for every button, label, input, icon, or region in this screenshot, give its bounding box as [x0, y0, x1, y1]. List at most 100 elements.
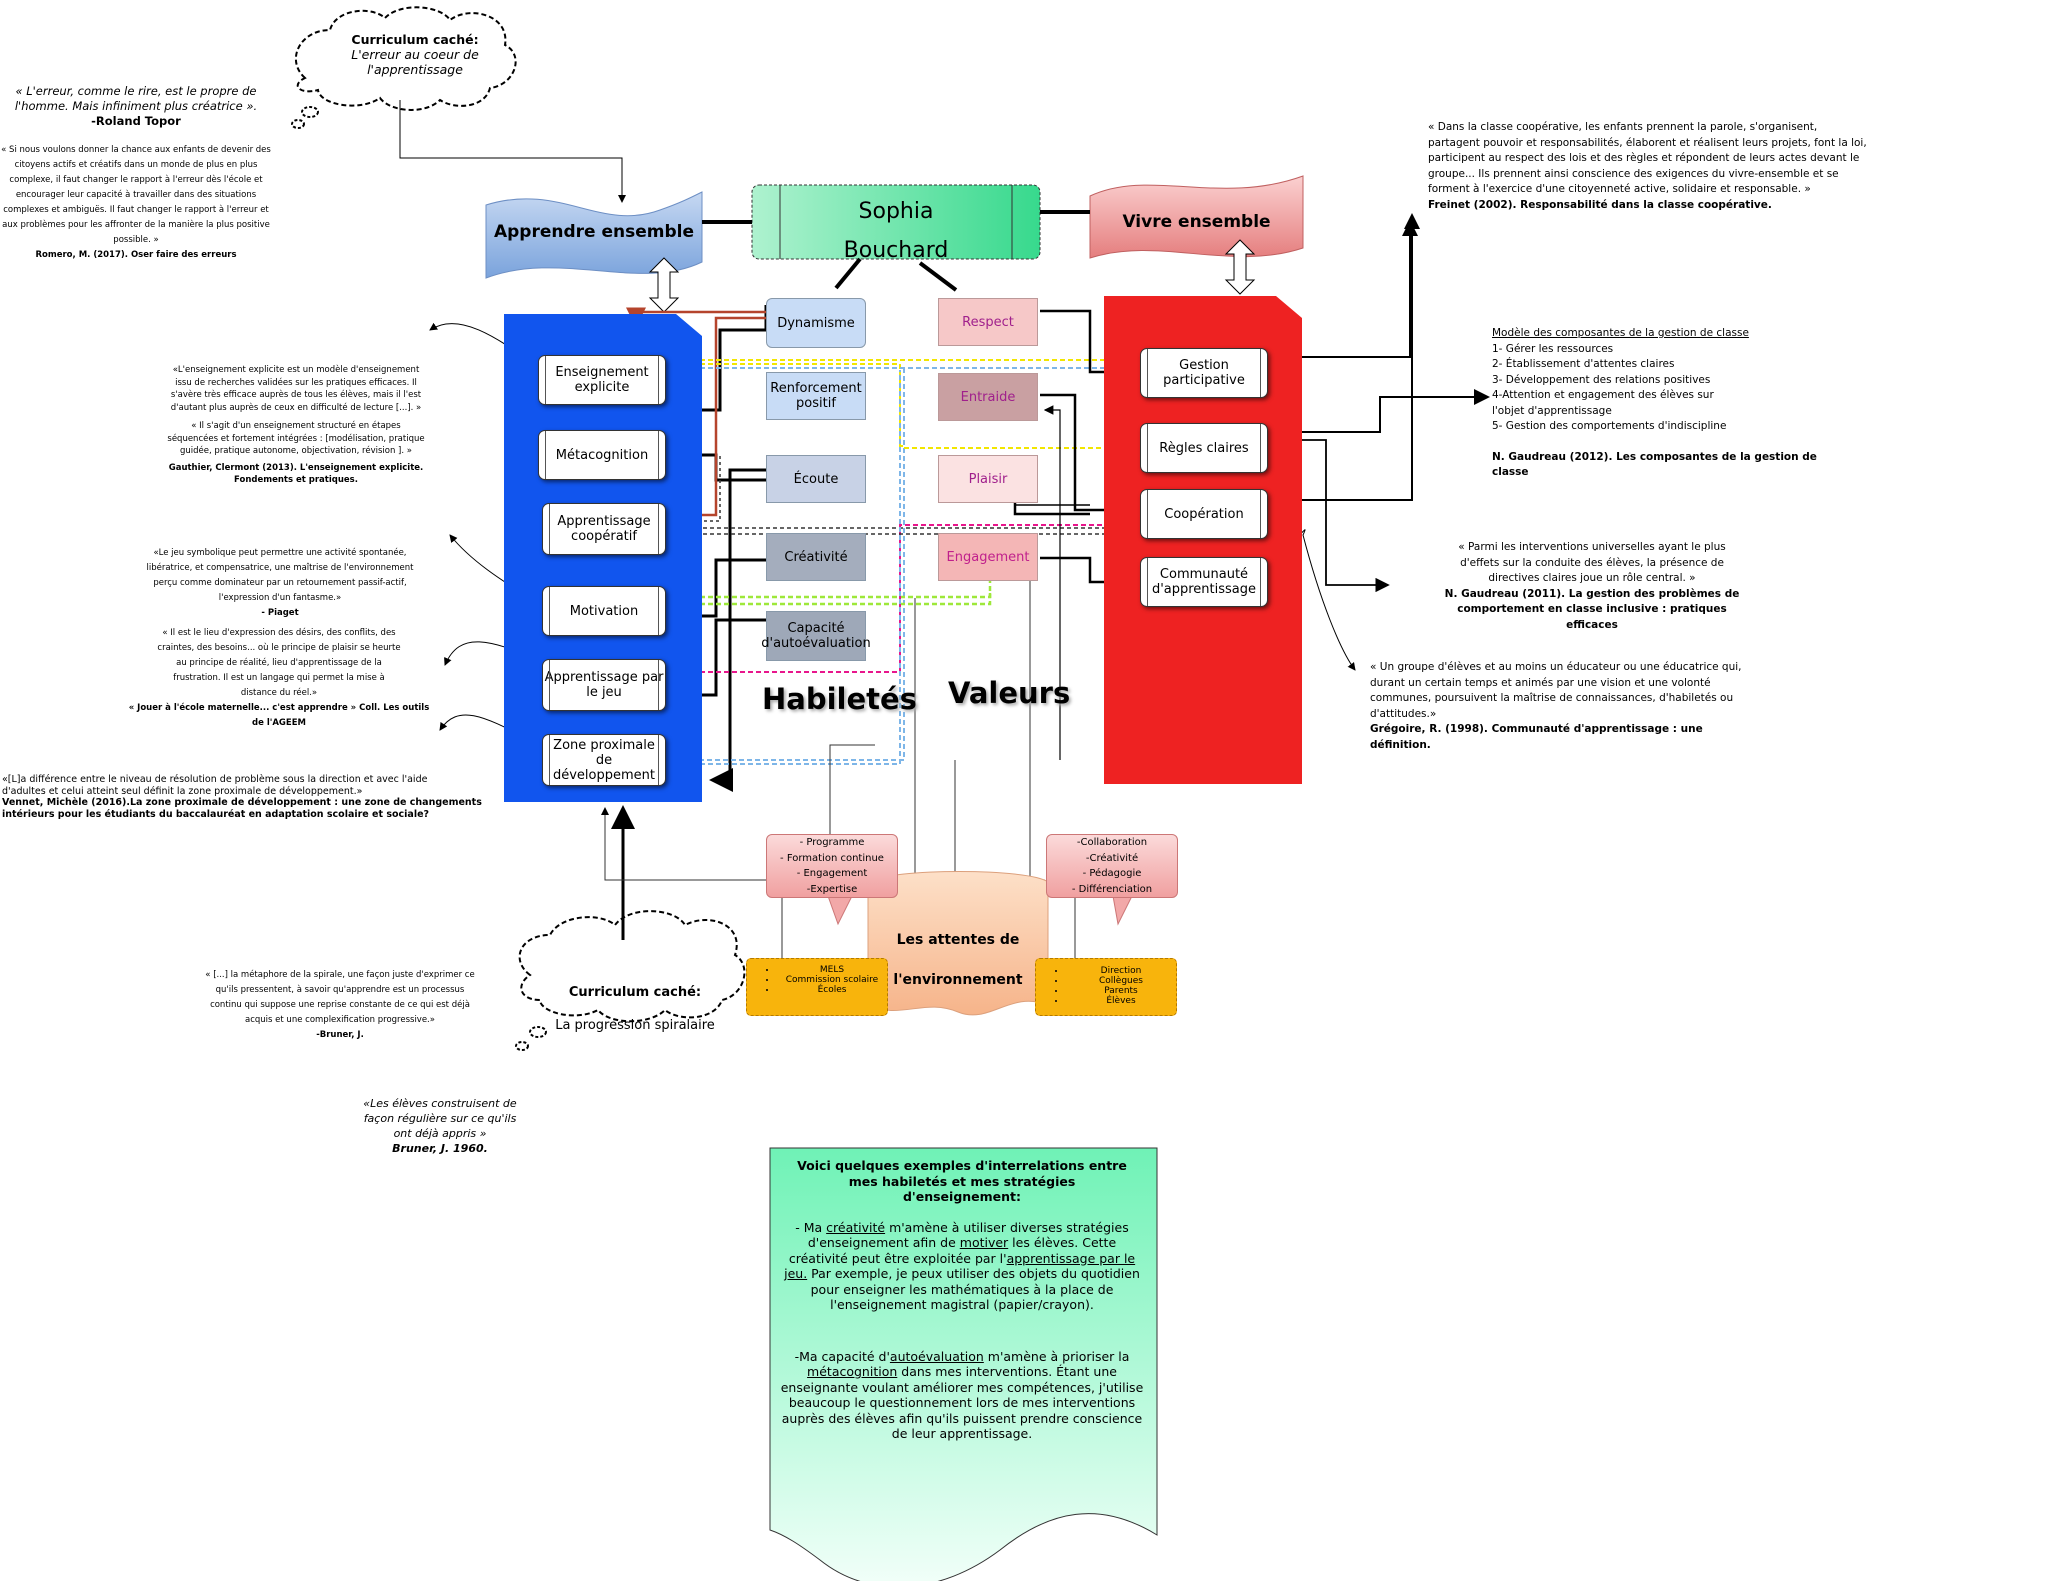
- cloud-bottom-title: Curriculum caché:: [568, 985, 702, 1000]
- cloud-top-title: Curriculum caché:: [351, 32, 479, 47]
- environment-title-2: l'environnement: [893, 972, 1023, 988]
- cloud-top-body-1: L'erreur au coeur de: [351, 47, 479, 62]
- examples-keyword: autoévaluation: [889, 1348, 984, 1364]
- quote-gauthier-source: Gauthier, Clermont (2013). L'enseignemen…: [168, 462, 424, 486]
- list-actors-item: Direction: [1066, 966, 1176, 976]
- cloud-top-text: Curriculum caché: L'erreur au coeur de l…: [340, 32, 490, 77]
- examples-text: Par exemple, je peux utiliser des objets…: [807, 1266, 1140, 1312]
- item-gestion-participative[interactable]: Gestion participative: [1140, 348, 1268, 398]
- value-respect[interactable]: Respect: [938, 298, 1038, 346]
- heading-habiletes: Habiletés: [762, 682, 917, 716]
- quote-bruner-spiral-source: -Bruner, J.: [316, 1030, 364, 1040]
- value-entraide[interactable]: Entraide: [938, 373, 1038, 421]
- examples-text: m'amène à utiliser diverses stratégies d…: [807, 1219, 1129, 1251]
- item-enseignement-explicite[interactable]: Enseignement explicite: [538, 355, 666, 405]
- quote-piaget-text: «Le jeu symbolique peut permettre une ac…: [146, 548, 414, 603]
- callout-community-4: - Différenciation: [1071, 883, 1153, 895]
- quote-gregoire-text: « Un groupe d'élèves et au moins un éduc…: [1370, 661, 1742, 720]
- list-actors-item: Parents: [1066, 986, 1176, 996]
- item-apprentissage-cooperatif[interactable]: Apprentissage coopératif: [542, 503, 666, 555]
- quote-gaudreau-item: 5- Gestion des comportements d'indiscipl…: [1492, 420, 1727, 432]
- item-zone-proximale[interactable]: Zone proximale de développement: [542, 734, 666, 786]
- quote-romero-text: « Si nous voulons donner la chance aux e…: [1, 145, 271, 245]
- examples-title: Voici quelques exemples d'interrelations…: [797, 1158, 1127, 1204]
- examples-text: - Ma: [795, 1219, 827, 1235]
- item-regles-claires[interactable]: Règles claires: [1140, 423, 1268, 473]
- item-communaute-apprentissage[interactable]: Communauté d'apprentissage: [1140, 557, 1268, 607]
- callout-institution-2: - Formation continue: [780, 852, 884, 864]
- quote-piaget: «Le jeu symbolique peut permettre une ac…: [136, 546, 424, 621]
- list-actors: Direction Collègues Parents Élèves: [1035, 958, 1177, 1016]
- quote-topor-text: « L'erreur, comme le rire, est le propre…: [14, 84, 258, 113]
- examples-paragraph-1: - Ma créativité m'amène à utiliser diver…: [772, 1220, 1152, 1313]
- examples-text: m'amène à prioriser la: [983, 1348, 1130, 1364]
- quote-gauthier: «L'enseignement explicite est un modèle …: [146, 364, 446, 487]
- examples-keyword: métacognition: [807, 1364, 898, 1379]
- list-institutions: MELS Commission scolaire Écoles: [746, 958, 888, 1016]
- quote-romero-source: Romero, M. (2017). Oser faire des erreur…: [35, 250, 237, 260]
- quote-gaudreau-source: N. Gaudreau (2012). Les composantes de l…: [1492, 450, 1817, 479]
- skill-autoevaluation[interactable]: Capacité d'autoévaluation: [761, 611, 871, 661]
- callout-institution: - Programme - Formation continue - Engag…: [766, 834, 898, 898]
- quote-gaudreau-2011-source: N. Gaudreau (2011). La gestion des probl…: [1444, 587, 1740, 631]
- skill-dynamisme[interactable]: Dynamisme: [766, 298, 866, 348]
- skill-creativite[interactable]: Créativité: [766, 533, 866, 581]
- examples-keyword: apprentissage par le jeu.: [784, 1250, 1136, 1282]
- item-apprentissage-par-le-jeu[interactable]: Apprentissage par le jeu: [542, 659, 666, 711]
- quote-gaudreau-title: Modèle des composantes de la gestion de …: [1492, 327, 1749, 339]
- callout-community-3: - Pédagogie: [1082, 868, 1142, 879]
- callout-institution-3: - Engagement: [796, 868, 868, 879]
- examples-keyword: motiver: [959, 1235, 1009, 1250]
- quote-vennet: «[L]a différence entre le niveau de réso…: [2, 774, 482, 820]
- callout-community-2: -Créativité: [1085, 852, 1139, 864]
- quote-topor-author: -Roland Topor: [91, 114, 181, 128]
- callout-community-1: -Collaboration: [1076, 837, 1148, 848]
- quote-piaget-source: - Piaget: [261, 608, 299, 618]
- quote-gauthier-text-1: «L'enseignement explicite est un modèle …: [170, 365, 422, 413]
- center-name-line2: Bouchard: [843, 238, 949, 263]
- quote-gauthier-text-2: « Il s'agit d'un enseignement structuré …: [167, 421, 425, 456]
- item-motivation[interactable]: Motivation: [542, 586, 666, 636]
- cloud-top-body-2: l'apprentissage: [367, 62, 463, 77]
- quote-bruner-spiral-text: « [...] la métaphore de la spirale, une …: [205, 970, 475, 1025]
- item-metacognition[interactable]: Métacognition: [538, 430, 666, 480]
- quote-freinet-source: Freinet (2002). Responsabilité dans la c…: [1428, 198, 1772, 211]
- quote-vennet-source: Vennet, Michèle (2016).La zone proximale…: [2, 797, 482, 820]
- skill-ecoute[interactable]: Écoute: [766, 455, 866, 503]
- quote-ageem-text: « Il est le lieu d'expression des désirs…: [157, 628, 401, 698]
- examples-keyword: créativité: [826, 1219, 886, 1235]
- item-cooperation[interactable]: Coopération: [1140, 489, 1268, 539]
- quote-bruner-1960-source: Bruner, J. 1960.: [392, 1142, 488, 1155]
- examples-text: dans mes interventions. Étant une enseig…: [780, 1364, 1144, 1441]
- center-name: Sophia Bouchard: [780, 192, 1012, 270]
- environment-title-1: Les attentes de: [896, 932, 1020, 948]
- examples-paragraph-2: -Ma capacité d'autoévaluation m'amène à …: [772, 1349, 1152, 1442]
- quote-romero: « Si nous voulons donner la chance aux e…: [0, 143, 272, 263]
- value-plaisir[interactable]: Plaisir: [938, 455, 1038, 503]
- banner-right-label: Vivre ensemble: [1122, 212, 1271, 232]
- quote-ageem-source: « Jouer à l'école maternelle... c'est ap…: [128, 703, 430, 728]
- quote-gregoire-source: Grégoire, R. (1998). Communauté d'appren…: [1370, 723, 1703, 751]
- quote-gregoire: « Un groupe d'élèves et au moins un éduc…: [1370, 660, 1750, 753]
- quote-ageem: « Il est le lieu d'expression des désirs…: [126, 626, 432, 731]
- environment-title: Les attentes de l'environnement: [868, 920, 1048, 1000]
- center-name-line1: Sophia: [858, 199, 934, 224]
- skill-renforcement-positif[interactable]: Renforcement positif: [766, 372, 866, 420]
- quote-topor: « L'erreur, comme le rire, est le propre…: [0, 84, 272, 129]
- cloud-bottom-text: Curriculum caché: La progression spirala…: [540, 976, 730, 1042]
- value-engagement[interactable]: Engagement: [938, 533, 1038, 581]
- quote-bruner-spiral: « [...] la métaphore de la spirale, une …: [190, 968, 490, 1043]
- quote-vennet-text: «[L]a différence entre le niveau de réso…: [2, 774, 428, 797]
- list-actors-item: Élèves: [1066, 996, 1176, 1006]
- examples-text: -Ma capacité d': [794, 1348, 890, 1364]
- examples-text: les élèves. Cette créativité peut être e…: [788, 1235, 1117, 1266]
- quote-gaudreau-item: 1- Gérer les ressources: [1492, 342, 1614, 355]
- banner-left-label: Apprendre ensemble: [493, 222, 695, 242]
- quote-freinet: « Dans la classe coopérative, les enfant…: [1428, 120, 1868, 213]
- callout-institution-1: - Programme: [799, 837, 865, 848]
- list-institutions-item: MELS: [777, 965, 887, 975]
- callout-community: -Collaboration -Créativité - Pédagogie -…: [1046, 834, 1178, 898]
- list-institutions-item: Écoles: [777, 985, 887, 995]
- quote-bruner-1960: «Les élèves construisent de façon réguli…: [360, 1096, 520, 1156]
- quote-gaudreau-item: 3- Développement des relations positives: [1492, 373, 1711, 386]
